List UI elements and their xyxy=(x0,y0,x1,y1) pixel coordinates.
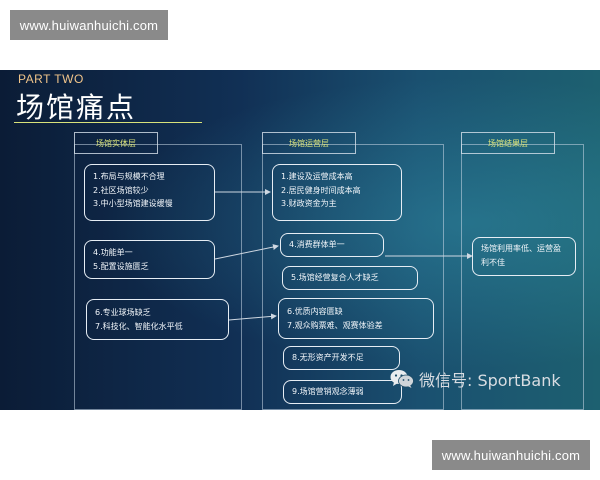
op-item: 4.消费群体单一 xyxy=(289,240,345,249)
title-underline xyxy=(14,122,202,123)
wechat-icon xyxy=(390,370,414,388)
entity-box-function: 4.功能单一 5.配置设施匮乏 xyxy=(84,240,215,279)
arrow-entity2-to-op2 xyxy=(214,244,279,260)
op-box-talent: 5.场馆经营复合人才缺乏 xyxy=(282,266,418,290)
slide: PART TWO 场馆痛点 场馆实体层 场馆运营层 场馆结果层 1.布局与规模不… xyxy=(0,70,600,410)
result-item: 利不佳 xyxy=(481,257,505,267)
entity-item: 7.科技化、智能化水平低 xyxy=(95,321,183,331)
entity-box-layout: 1.布局与规模不合理 2.社区场馆较少 3.中小型场馆建设缓慢 xyxy=(84,164,215,221)
wechat-mark: 微信号: SportBank xyxy=(390,367,561,391)
column-header-entity: 场馆实体层 xyxy=(74,132,158,154)
column-header-result: 场馆结果层 xyxy=(461,132,555,154)
entity-item: 3.中小型场馆建设缓慢 xyxy=(93,199,173,208)
entity-item: 2.社区场馆较少 xyxy=(93,185,149,195)
part-label: PART TWO xyxy=(18,72,84,86)
op-item: 8.无形资产开发不足 xyxy=(292,353,364,362)
entity-item: 4.功能单一 xyxy=(93,248,133,257)
watermark-bottom: www.huiwanhuichi.com xyxy=(432,440,590,470)
entity-item: 5.配置设施匮乏 xyxy=(93,261,149,271)
column-frame-operation xyxy=(262,144,444,410)
wechat-label: 微信号: SportBank xyxy=(419,371,561,390)
op-box-consumer: 4.消费群体单一 xyxy=(280,233,384,257)
entity-box-tech: 6.专业球场缺乏 7.科技化、智能化水平低 xyxy=(86,299,229,340)
op-item: 2.居民健身时间成本高 xyxy=(281,185,361,195)
op-box-cost: 1.建设及运营成本高 2.居民健身时间成本高 3.财政资金为主 xyxy=(272,164,402,221)
op-box-assets: 8.无形资产开发不足 xyxy=(283,346,400,370)
op-item: 5.场馆经营复合人才缺乏 xyxy=(291,273,379,282)
op-item: 1.建设及运营成本高 xyxy=(281,172,353,181)
op-box-content: 6.优质内容匮缺 7.观众购票难、观赛体验差 xyxy=(278,298,434,339)
slide-title: 场馆痛点 xyxy=(16,91,137,124)
column-frame-result xyxy=(461,144,584,410)
arrow-entity3-to-op6 xyxy=(228,313,277,321)
entity-item: 1.布局与规模不合理 xyxy=(93,172,165,181)
op-box-marketing: 9.场馆营销观念薄弱 xyxy=(283,380,402,404)
result-item: 场馆利用率低、运营盈 xyxy=(481,244,561,253)
result-box-utilization: 场馆利用率低、运营盈 利不佳 xyxy=(472,237,576,276)
op-item: 6.优质内容匮缺 xyxy=(287,307,343,316)
watermark-top: www.huiwanhuichi.com xyxy=(10,10,168,40)
op-item: 9.场馆营销观念薄弱 xyxy=(292,387,364,396)
column-header-operation: 场馆运营层 xyxy=(262,132,356,154)
entity-item: 6.专业球场缺乏 xyxy=(95,308,151,317)
column-frame-entity xyxy=(74,144,242,410)
op-item: 3.财政资金为主 xyxy=(281,199,337,208)
op-item: 7.观众购票难、观赛体验差 xyxy=(287,320,383,330)
connector-arrows xyxy=(214,189,473,321)
